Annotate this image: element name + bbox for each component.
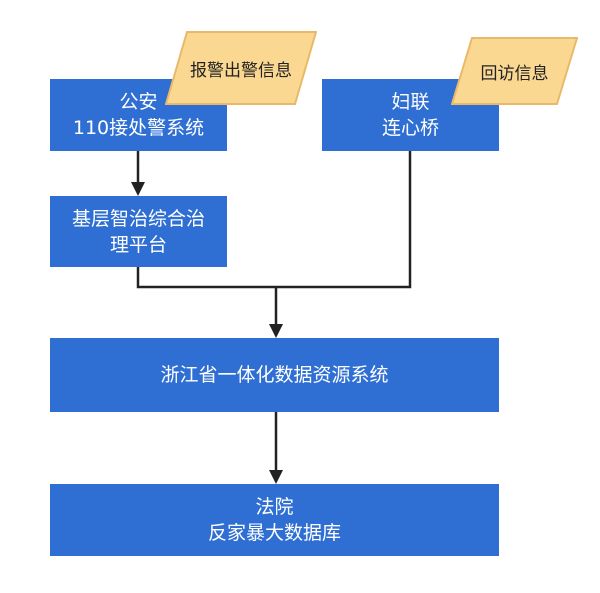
grassroots-box-line1: 基层智治综合治 (71, 207, 205, 230)
note-parallelogram-shape (451, 37, 578, 105)
grassroots-governance-box: 基层智治综合治 理平台 (50, 196, 227, 267)
court-box-line1: 法院 (255, 496, 294, 518)
police-note-label: 报警出警信息 (190, 60, 292, 81)
federation-box-line1: 妇联 (391, 91, 430, 113)
arrowhead-zhejiang-to-court (269, 470, 283, 484)
grassroots-box-line2: 理平台 (109, 233, 167, 256)
arrowhead-merge-to-zhejiang (269, 324, 283, 338)
court-database-box: 法院 反家暴大数据库 (50, 484, 499, 556)
federation-info-note: 回访信息 (451, 37, 578, 105)
police-box-line1: 公安 (119, 91, 158, 113)
line-grassroots-merge (136, 151, 412, 289)
arrowhead-police-to-grassroots (131, 182, 145, 196)
federation-box-line2: 连心桥 (381, 117, 439, 139)
note-parallelogram-shape (165, 31, 317, 105)
federation-note-label: 回访信息 (480, 63, 549, 84)
court-box-line2: 反家暴大数据库 (207, 522, 341, 544)
zhejiang-box-label: 浙江省一体化数据资源系统 (160, 364, 389, 386)
police-box-line2: 110接处警系统 (72, 117, 205, 139)
police-info-note: 报警出警信息 (165, 31, 317, 105)
zhejiang-data-system-box: 浙江省一体化数据资源系统 (50, 338, 499, 412)
